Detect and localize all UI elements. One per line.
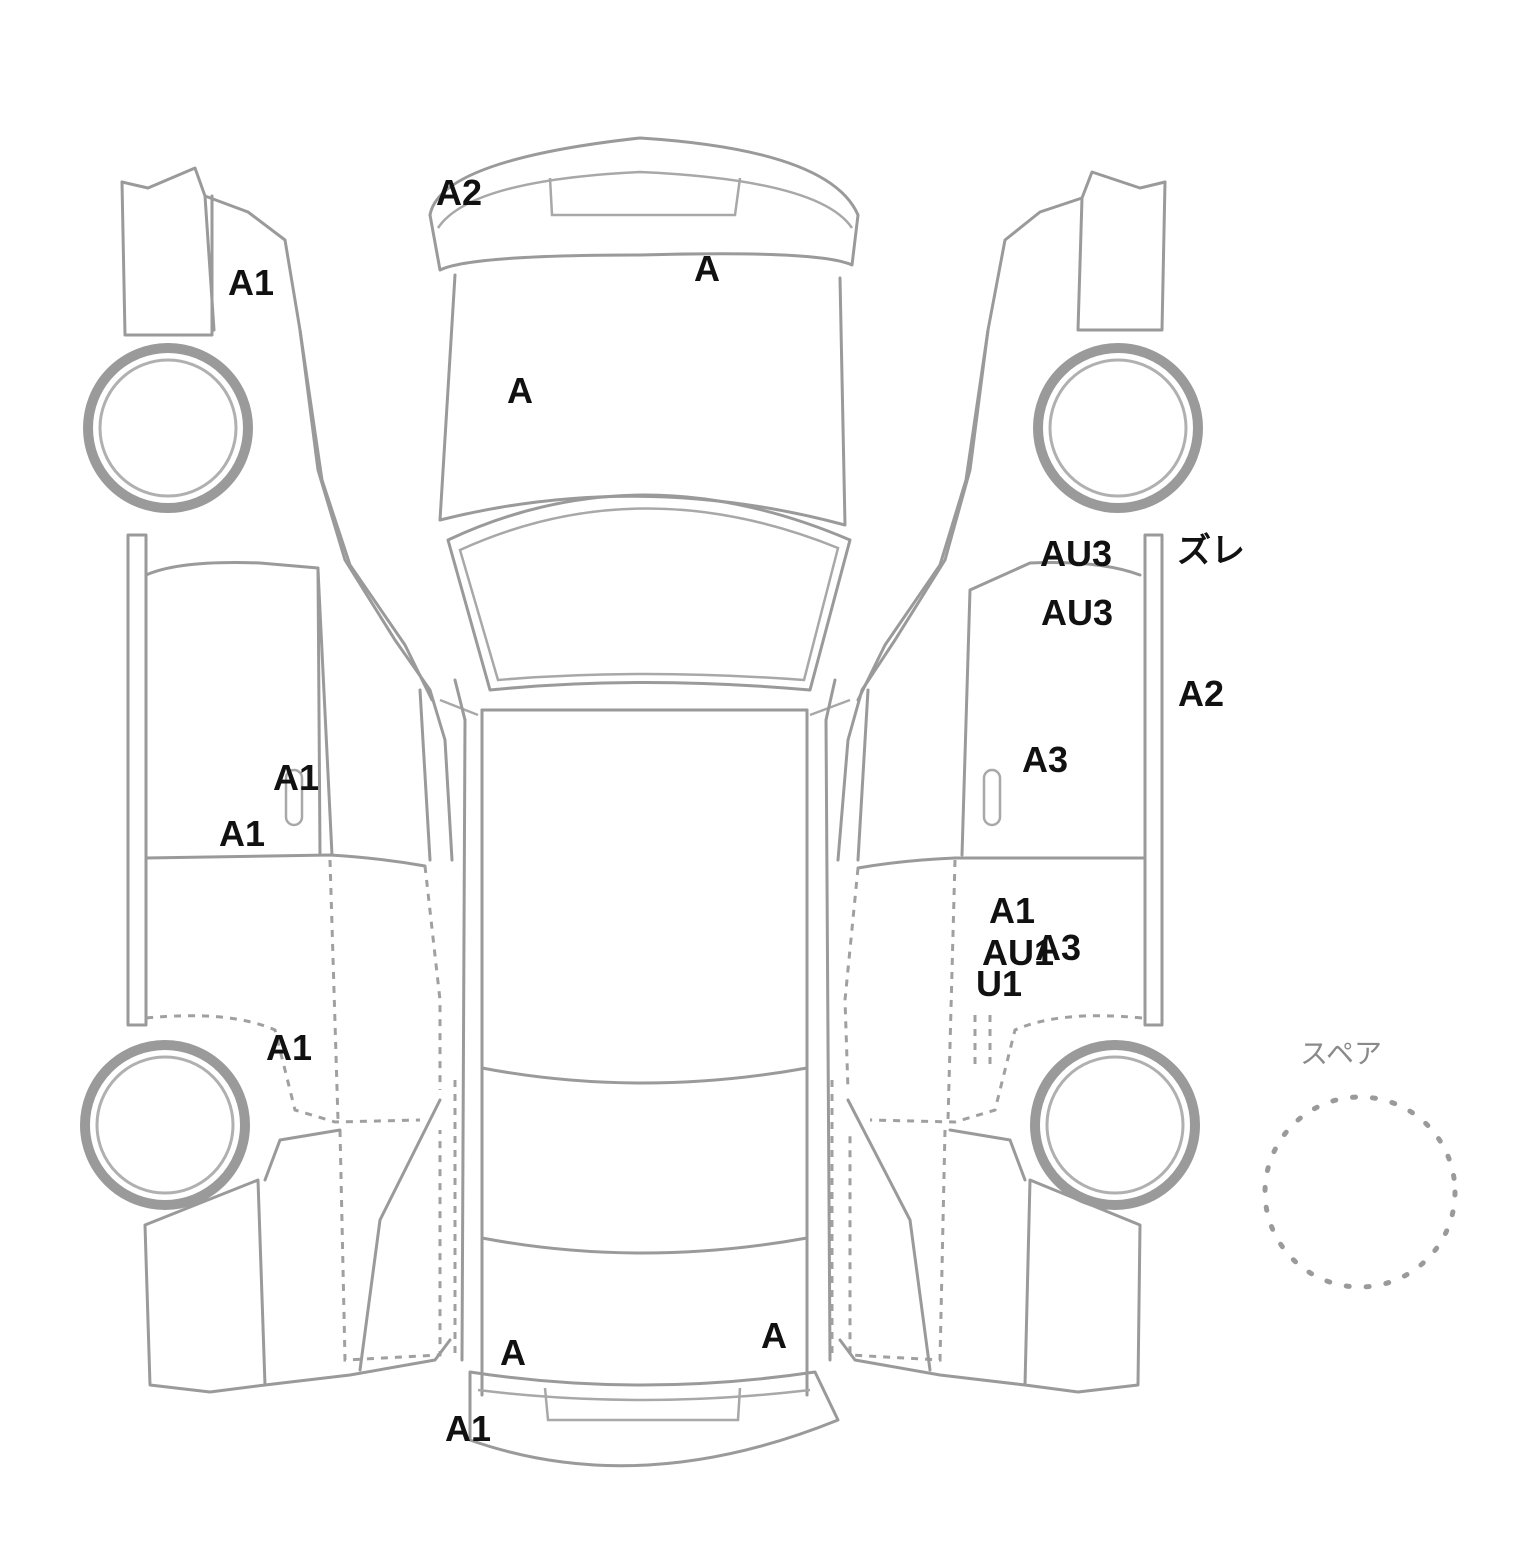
damage-mark-right-rear-door-4: U1 <box>976 963 1023 1004</box>
right-side-view <box>830 170 1167 1394</box>
damage-mark-right-rear-door-2: AU1 <box>982 932 1055 973</box>
damage-mark-right-rear-door-3: A3 <box>1035 927 1082 968</box>
damage-mark-rear-right: A <box>761 1315 787 1356</box>
right-rear-wheel <box>1030 1040 1200 1210</box>
spare-tire-circle <box>1262 1094 1458 1290</box>
right-front-wheel <box>1033 343 1203 513</box>
damage-mark-rear-left: A <box>500 1332 526 1373</box>
damage-mark-left-front-door-2: A1 <box>219 813 266 854</box>
damage-mark-right-side-sill: A2 <box>1178 673 1225 714</box>
damage-mark-rear-bumper: A1 <box>445 1408 492 1449</box>
damage-mark-hood-left: A <box>507 370 533 411</box>
left-front-wheel <box>83 343 253 513</box>
spare-tire-label: スペア <box>1300 1037 1383 1070</box>
damage-mark-left-rear-fender: A1 <box>266 1027 313 1068</box>
damage-mark-right-front-door: A3 <box>1022 739 1069 780</box>
damage-mark-left-front-door-1: A1 <box>273 757 320 798</box>
damage-mark-front-bumper-left: A2 <box>436 172 483 213</box>
damage-mark-hood-right: A <box>694 248 720 289</box>
left-side-view <box>120 166 457 1394</box>
left-rear-wheel <box>80 1040 250 1210</box>
damage-note-shift: ズレ <box>1177 531 1245 571</box>
damage-mark-right-pillar-2: AU3 <box>1041 592 1114 633</box>
damage-mark-right-pillar-1: AU3 <box>1040 533 1113 574</box>
damage-mark-left-front-fender: A1 <box>228 262 275 303</box>
top-view <box>428 136 860 1468</box>
damage-mark-right-rear-door-1: A1 <box>989 890 1036 931</box>
